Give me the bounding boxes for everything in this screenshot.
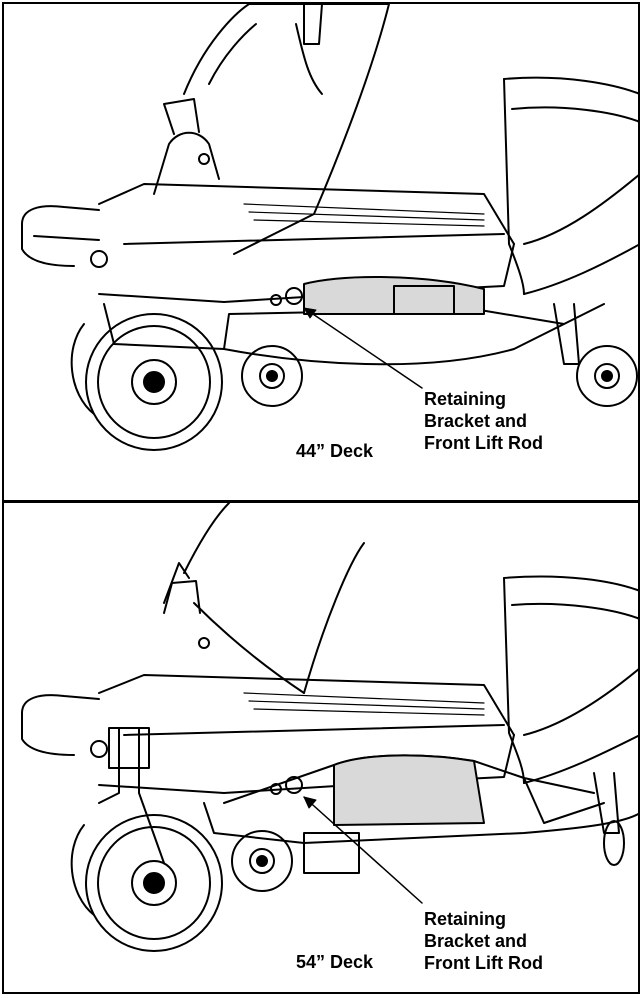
callout-leader-line [303,307,423,389]
deck-belt-cover [333,754,485,826]
front-bumper-lower [21,712,75,756]
deck-54-callout: Retaining Bracket and Front Lift Rod [424,908,543,974]
seat-cushion [523,174,638,245]
rear-hanger [593,772,620,834]
console-lever [163,580,201,614]
deck-44-panel: 44” Deck Retaining Bracket and Front Lif… [4,4,638,498]
mower-deck [103,303,605,366]
front-wheel [85,814,223,952]
front-wheel-hub [131,860,177,906]
mower-deck [203,802,638,844]
seat-front [503,78,525,295]
seat-front [503,577,525,784]
headlight [90,740,108,758]
seat-back-inner [511,106,638,123]
gauge-wheel-left [231,830,293,892]
front-wheel-axle [143,371,165,393]
caster-mount [108,727,150,769]
deck-bracket-block [303,832,360,874]
figure-divider [4,500,638,503]
front-bumper-lower [21,223,75,267]
callout-arrowhead [303,307,317,319]
deck-54-panel: 54” Deck Retaining Bracket and Front Lif… [4,503,638,992]
deck-54-label: 54” Deck [296,952,374,972]
front-bumper [21,205,100,225]
gauge-wheel-right-hub [594,363,620,389]
body-upper [98,183,515,245]
gauge-wheel-left-hub [249,848,275,874]
deck-54-illustration [21,503,638,952]
callout-line-1: Retaining [424,909,507,929]
hood-column [163,542,365,694]
gauge-wheel-left [241,345,303,407]
gauge-wheel-left-hub [259,363,285,389]
callout-line-3: Front Lift Rod [424,953,543,973]
front-wheel [85,313,223,451]
gauge-wheel-left-axle [256,855,268,867]
front-wheel-tire [97,325,211,439]
rear-tire-edge [70,323,95,415]
hood-front [193,602,305,694]
front-console [153,131,220,195]
callout-line-1: Retaining [424,389,507,409]
body-mid [123,724,505,736]
front-lift-rod-pivot [270,294,282,306]
anti-scalp-roller [603,820,625,866]
callout-line-2: Bracket and [424,931,528,951]
seat-cushion [523,668,638,736]
gauge-wheel-right-axle [601,370,613,382]
callout-arrowhead [303,796,317,809]
front-bumper [21,694,100,714]
seat-back [503,575,638,592]
rear-tire-edge [70,824,95,916]
callout-line-3: Front Lift Rod [424,433,543,453]
hood-outline [183,503,230,574]
front-wheel-hub [131,359,177,405]
callout-line-2: Bracket and [424,411,528,431]
headlight [90,250,108,268]
deck-44-callout: Retaining Bracket and Front Lift Rod [424,388,543,454]
front-wheel-axle [143,872,165,894]
deck-44-illustration [21,4,638,451]
deck-44-label: 44” Deck [296,441,374,461]
gauge-wheel-right [576,345,638,407]
front-lift-rod-pivot [270,783,282,795]
front-bumper-face [33,235,100,241]
seat-back [503,76,638,95]
retaining-bracket [285,287,303,305]
retaining-bracket [285,776,303,794]
hood-outline [183,4,390,255]
body-mid [123,233,505,245]
deck-spindle-box [393,285,455,315]
hood-inner [208,23,257,85]
rear-hanger [553,303,580,365]
console-bolt [198,153,210,165]
caster-fork [98,727,165,864]
seat-back-inner [511,602,638,620]
console-bolt [198,637,210,649]
footrest-slats [243,203,485,227]
lever-handle [303,4,323,45]
front-wheel-tire [97,826,211,940]
lever-arm [295,23,323,95]
body-upper [98,674,515,736]
callout-leader-line [303,796,423,904]
console-lever [163,98,200,135]
seat-cushion-lower [523,243,638,295]
footrest-slats [243,692,485,716]
gauge-wheel-left-axle [266,370,278,382]
seat-cushion-lower [523,734,638,784]
deck-discharge [523,777,605,824]
